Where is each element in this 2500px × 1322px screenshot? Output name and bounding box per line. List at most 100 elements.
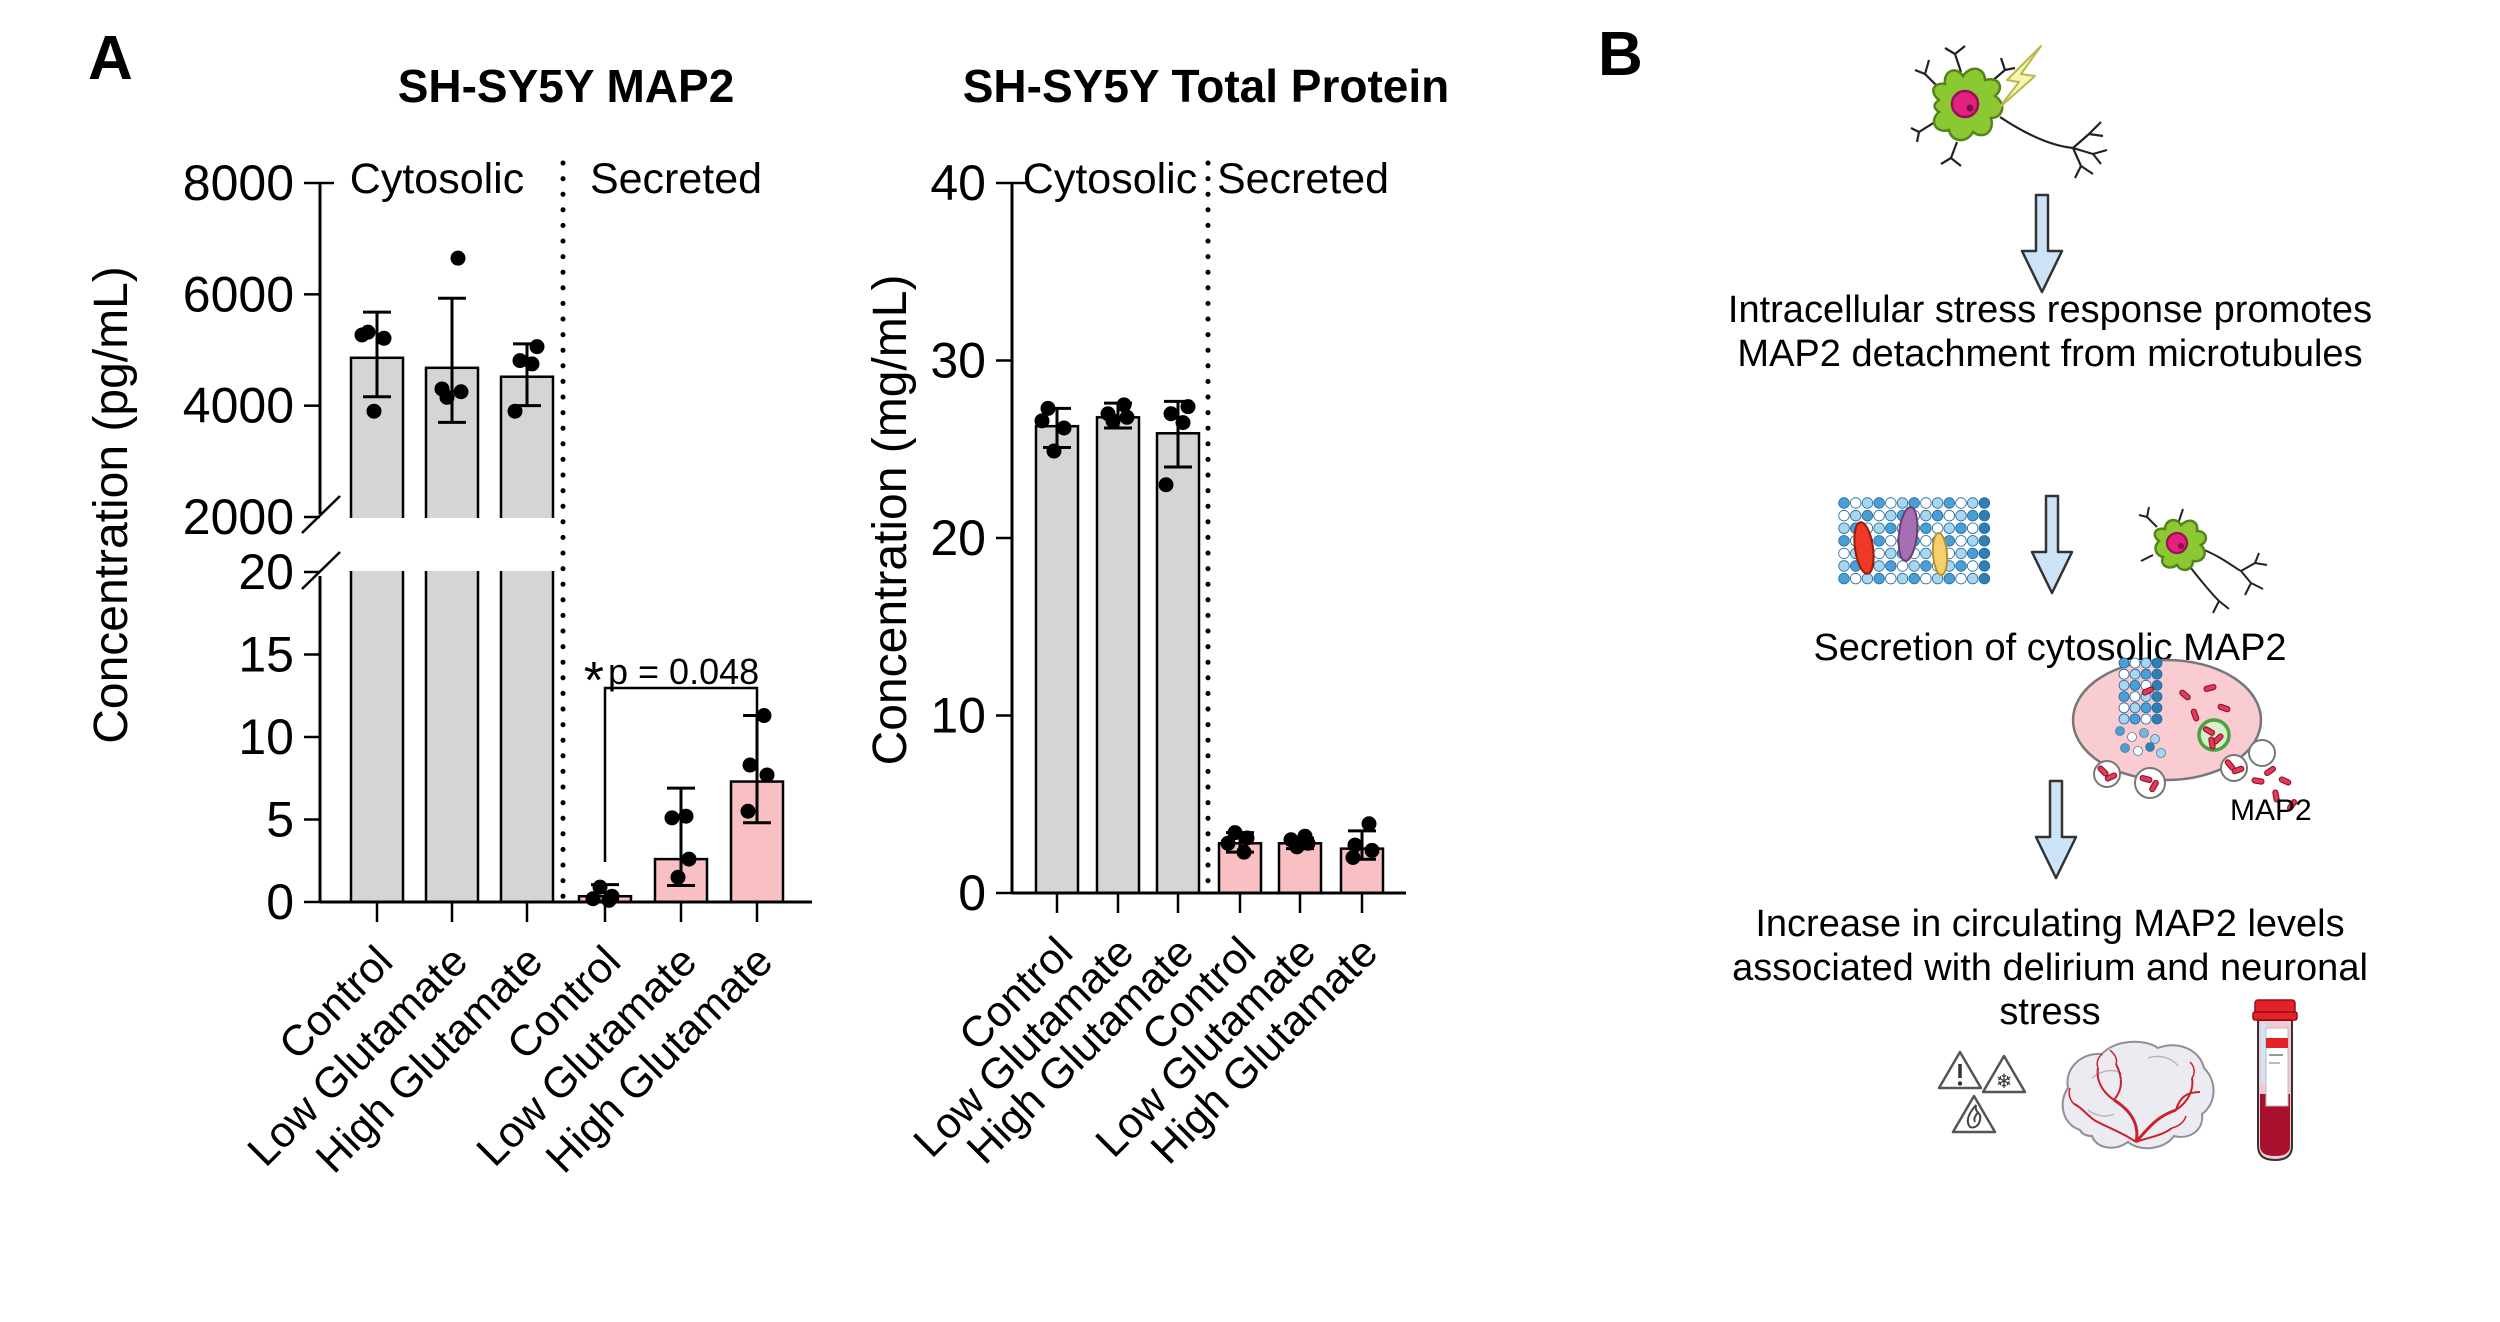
map2-fragment-label: MAP2 — [2230, 794, 2312, 827]
bar-cytosolic-low-glutamate — [424, 366, 480, 904]
y-tick-label: 0 — [958, 865, 986, 921]
axis-break-slash — [301, 495, 341, 534]
y-tick-label: 8000 — [183, 155, 294, 211]
data-point — [1364, 842, 1380, 858]
map2-fragments — [2097, 683, 2298, 811]
data-point — [1056, 420, 1072, 436]
data-point — [1345, 850, 1361, 865]
data-point — [512, 353, 528, 369]
data-point — [681, 851, 697, 867]
data-point — [1239, 830, 1255, 846]
data-point — [1116, 397, 1132, 413]
section-label-cytosolic: Cytosolic — [1023, 155, 1197, 203]
data-point — [1361, 816, 1377, 832]
bar-cytosolic-control — [1034, 424, 1080, 895]
section-label-cytosolic: Cytosolic — [350, 155, 524, 203]
step-text-line: Intracellular stress response promotes — [1727, 289, 2373, 331]
data-point — [742, 757, 758, 773]
secreting-cell-illustration — [2071, 657, 2298, 811]
y-axis-label: Concentration (pg/mL) — [85, 266, 138, 744]
data-point — [670, 869, 686, 885]
brain-icon — [2061, 1040, 2215, 1150]
y-tick-label: 6000 — [183, 266, 294, 322]
section-label-secreted: Secreted — [590, 155, 762, 203]
data-point — [601, 892, 617, 908]
step-text-line: Increase in circulating MAP2 levels — [1755, 903, 2345, 945]
data-point — [450, 250, 466, 266]
map-protein-purple — [1897, 506, 1919, 562]
panel-a-label: A — [88, 24, 133, 93]
data-point — [756, 708, 772, 724]
y-tick-label: 2000 — [183, 489, 294, 545]
data-point — [1175, 415, 1191, 431]
neuron-icon — [1910, 45, 2108, 179]
data-point — [1347, 837, 1363, 853]
down-arrow-icon — [2030, 494, 2074, 595]
data-point — [759, 767, 775, 783]
data-point — [376, 330, 392, 346]
y-tick-label: 20 — [930, 510, 986, 566]
data-point — [1158, 477, 1174, 493]
tubulin-lattice — [1838, 497, 1991, 585]
step-text-stress-response: Intracellular stress response promotes M… — [1690, 288, 2410, 376]
map-protein-yellow — [1931, 532, 1949, 576]
data-point — [678, 808, 694, 824]
data-point — [1227, 825, 1243, 841]
chart-title: SH-SY5Y MAP2 — [398, 60, 735, 112]
y-axis-label: Concentration (mg/mL) — [864, 275, 917, 766]
data-point — [1289, 839, 1305, 855]
data-point — [1040, 400, 1056, 416]
y-tick-label: 10 — [238, 709, 294, 765]
svg-text:❄: ❄ — [1996, 1069, 2013, 1093]
y-tick-label: 15 — [238, 627, 294, 683]
data-point — [507, 403, 523, 419]
data-point — [354, 327, 370, 343]
data-point — [529, 339, 545, 355]
warning-triangle-snowflake-icon — [1981, 1054, 2027, 1094]
blood-tube-icon — [2252, 999, 2298, 1162]
data-point — [1105, 413, 1121, 429]
bar-cytosolic-control — [349, 356, 405, 904]
data-point — [1034, 413, 1050, 429]
map-protein-red — [1853, 521, 1875, 575]
y-tick-label: 5 — [266, 792, 294, 848]
y-tick-label: 4000 — [183, 378, 294, 434]
bar-cytosolic-high-glutamate — [499, 375, 555, 904]
significance-bracket — [603, 686, 759, 862]
y-tick-label: 0 — [266, 874, 294, 930]
y-tick-label: 40 — [930, 155, 986, 211]
bar-cytosolic-low-glutamate — [1095, 416, 1141, 895]
axis-break-slash — [301, 551, 341, 590]
data-point — [1046, 443, 1062, 459]
neuron-icon — [2138, 506, 2268, 614]
data-point — [740, 803, 756, 819]
data-point — [1180, 399, 1196, 415]
data-point — [453, 384, 469, 400]
lightning-bolt-icon — [1998, 45, 2042, 109]
step-text-secretion: Secretion of cytosolic MAP2 — [1690, 626, 2410, 670]
stressed-neuron-illustration — [1910, 45, 2108, 179]
step-text-line: Secretion of cytosolic MAP2 — [1813, 627, 2287, 669]
significance-label: p = 0.048 — [608, 651, 759, 692]
data-point — [585, 891, 601, 907]
significance-star: * — [584, 652, 604, 710]
data-point — [1220, 835, 1236, 851]
data-point — [439, 389, 455, 405]
data-point — [592, 879, 608, 895]
panel-b-label: B — [1598, 20, 1643, 89]
step-text-line: MAP2 detachment from microtubules — [1737, 333, 2363, 375]
chart-title: SH-SY5Y Total Protein — [963, 60, 1450, 112]
down-arrow-icon — [2034, 779, 2078, 880]
data-point — [664, 810, 680, 826]
tubulin-dimers — [2115, 726, 2166, 758]
depolymerizing-microtubule — [2118, 657, 2163, 725]
blood-vessels — [2068, 1049, 2201, 1143]
hazard-triangles: ❄ — [1937, 1050, 2027, 1134]
y-tick-label: 10 — [930, 688, 986, 744]
data-point — [1119, 409, 1135, 425]
y-tick-label: 20 — [238, 544, 294, 600]
